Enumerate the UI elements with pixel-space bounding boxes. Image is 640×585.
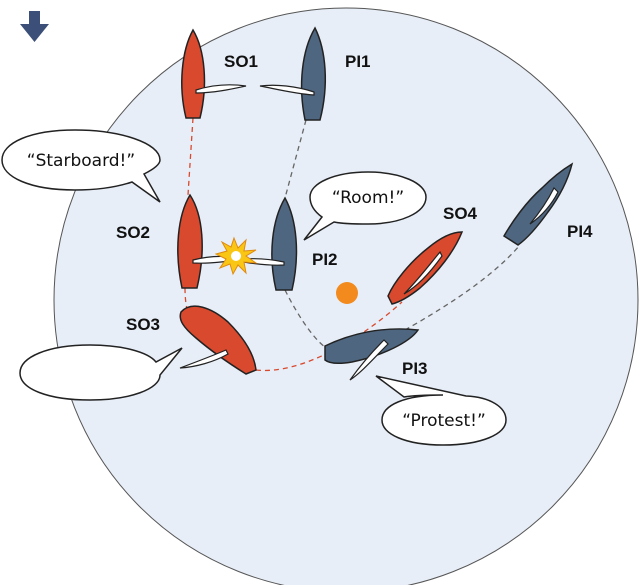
boat-label-so3: SO3 [126,315,160,334]
so1-sail [195,84,247,94]
bubble-starboard: “Starboard!” [1,129,161,203]
bubble-empty [19,344,183,401]
rounding-mark [336,282,358,304]
pi3-pi4-track [404,244,521,331]
bubble-protest: “Protest!” [375,375,507,446]
pi3-sail [349,339,389,381]
boat-so2 [177,193,249,289]
pi1-sail [259,84,315,96]
collision-burst-icon [214,236,258,276]
boat-pi1 [259,26,327,121]
pi2-pi3-track [284,289,331,351]
boat-label-pi3: PI3 [402,359,428,378]
boat-pi4 [502,162,574,246]
wind-direction-arrow-icon [20,11,49,42]
so1-so2-track [187,117,194,196]
boat-label-pi4: PI4 [567,222,593,241]
boat-label-so1: SO1 [224,52,258,71]
bubble-protest-text: “Protest!” [402,411,486,431]
bubble-room: “Room!” [303,171,427,241]
boat-so1 [181,28,247,119]
boat-label-pi2: PI2 [312,250,338,269]
so3-sail [179,349,229,369]
boat-label-so2: SO2 [116,223,150,242]
boat-so3 [179,305,257,375]
boat-so4 [387,231,464,305]
bubble-room-text: “Room!” [332,188,404,208]
boat-pi3 [324,328,420,381]
so4-sail [403,250,443,295]
boat-label-pi1: PI1 [345,52,371,71]
pi1-pi2-track [284,119,307,199]
bubble-starboard-text: “Starboard!” [27,151,135,171]
boat-label-so4: SO4 [443,204,478,223]
pi4-sail [529,186,559,225]
